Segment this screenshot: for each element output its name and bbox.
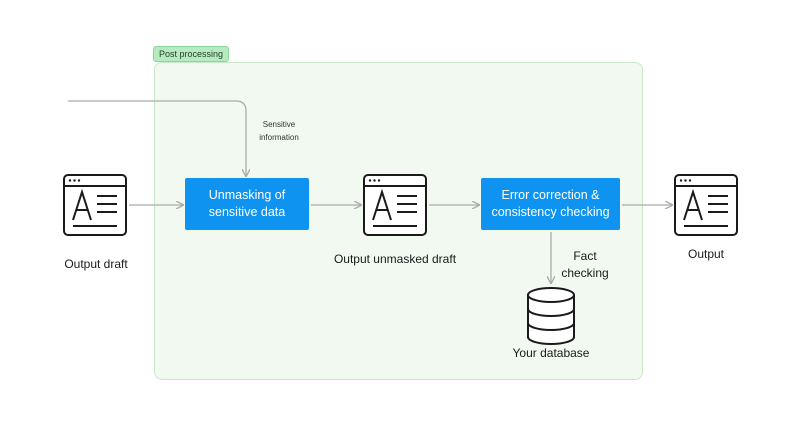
error-correction-process: Error correction & consistency checking xyxy=(481,178,620,230)
unmasking-process: Unmasking of sensitive data xyxy=(185,178,309,230)
sensitive-info-label: Sensitive information xyxy=(259,120,299,142)
fact-checking-label: Fact checking xyxy=(561,249,609,280)
post-processing-label: Post processing xyxy=(153,46,230,62)
database-label: Your database xyxy=(512,346,590,360)
sensitive-info-connector xyxy=(68,100,246,176)
unmasked-doc-label: Output unmasked draft xyxy=(333,252,457,266)
document-icon xyxy=(63,174,127,236)
output-doc-label: Output xyxy=(687,247,725,261)
input-doc-label: Output draft xyxy=(64,257,128,271)
database-icon xyxy=(527,287,575,345)
document-icon xyxy=(674,174,738,236)
document-icon xyxy=(363,174,427,236)
